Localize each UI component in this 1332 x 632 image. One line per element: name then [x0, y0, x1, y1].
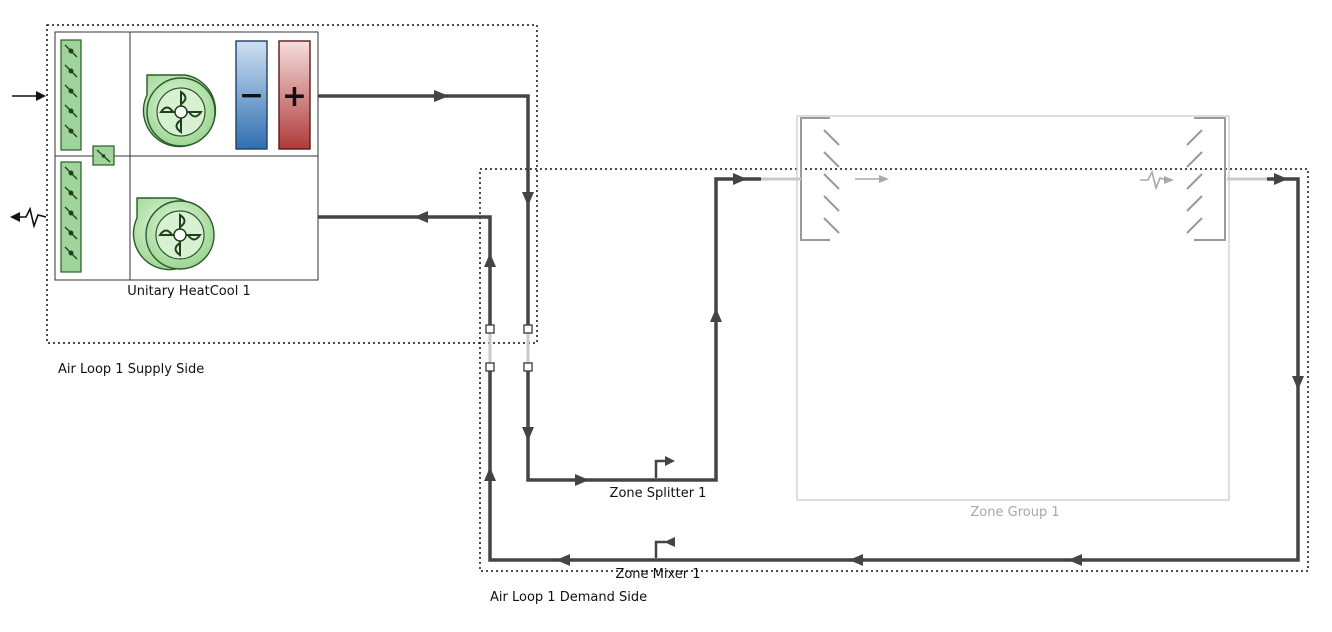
relief-air-damper-icon[interactable] [60, 161, 82, 273]
return-node-lower[interactable] [485, 362, 495, 372]
outdoor-air-inlet-icon [12, 91, 46, 101]
supply-node-upper[interactable] [523, 324, 533, 334]
supply-side-label: Air Loop 1 Supply Side [58, 362, 204, 377]
mixed-air-damper-icon[interactable] [92, 145, 115, 166]
zone-group[interactable]: Zone Group 1 [796, 115, 1230, 520]
cooling-coil-icon[interactable]: − [235, 40, 268, 150]
flow-arrow-return-up-1 [484, 467, 496, 481]
flow-arrow-splitter-up [710, 308, 722, 322]
return-fan-icon[interactable] [132, 197, 215, 271]
cooling-coil-symbol: − [239, 78, 264, 113]
flow-arrow-zone-out [1274, 173, 1288, 185]
zone-inlet-diffuser-icon [800, 117, 840, 241]
heating-coil-icon[interactable]: + [278, 40, 311, 150]
flow-arrow-zone-in [733, 173, 747, 185]
supply-outlet-pipe[interactable] [318, 94, 530, 330]
flow-arrow-supply-down-1 [522, 192, 534, 206]
relief-air-outlet-icon [10, 206, 47, 229]
heating-coil-symbol: + [282, 79, 307, 114]
supply-side-boundary[interactable] [46, 24, 538, 344]
zone-mixer-label: Zone Mixer 1 [615, 567, 700, 582]
return-node-upper[interactable] [485, 324, 495, 334]
zone-return-pipe[interactable] [488, 177, 1300, 562]
flow-arrow-splitter-in [575, 474, 589, 486]
supply-fan-icon[interactable] [142, 74, 217, 148]
supply-to-zone-pipe[interactable] [526, 177, 761, 482]
demand-side-label: Air Loop 1 Demand Side [490, 590, 647, 605]
outdoor-air-damper-icon[interactable] [60, 39, 82, 151]
flow-arrow-return-left-1 [1068, 554, 1082, 566]
zone-splitter[interactable]: Zone Splitter 1 [610, 456, 707, 501]
unitary-label: Unitary HeatCool 1 [127, 284, 250, 299]
flow-arrow-supply-right [434, 90, 449, 102]
flow-arrow-return-up-2 [484, 253, 496, 267]
return-inlet-pipe[interactable] [318, 215, 492, 330]
flow-arrow-return-down [1292, 376, 1304, 390]
zone-group-label: Zone Group 1 [970, 505, 1059, 520]
zone-exhaust-icon [1140, 169, 1174, 191]
zone-inflow-arrow-icon [855, 175, 889, 183]
zone-mixer[interactable]: Zone Mixer 1 [615, 537, 701, 582]
unitary-heatcool-unit[interactable]: − + Unitary HeatCool 1 [54, 31, 319, 299]
flow-arrow-supply-down-2 [522, 427, 534, 441]
supply-node-lower[interactable] [523, 362, 533, 372]
demand-side-boundary[interactable] [479, 168, 1309, 572]
flow-arrow-return-left-unit [414, 211, 428, 223]
flow-arrow-return-left-3 [556, 554, 570, 566]
zone-outlet-diffuser-icon [1186, 117, 1226, 241]
flow-arrow-return-left-2 [849, 554, 863, 566]
zone-splitter-label: Zone Splitter 1 [610, 486, 707, 501]
flow-arrows [414, 90, 1304, 566]
